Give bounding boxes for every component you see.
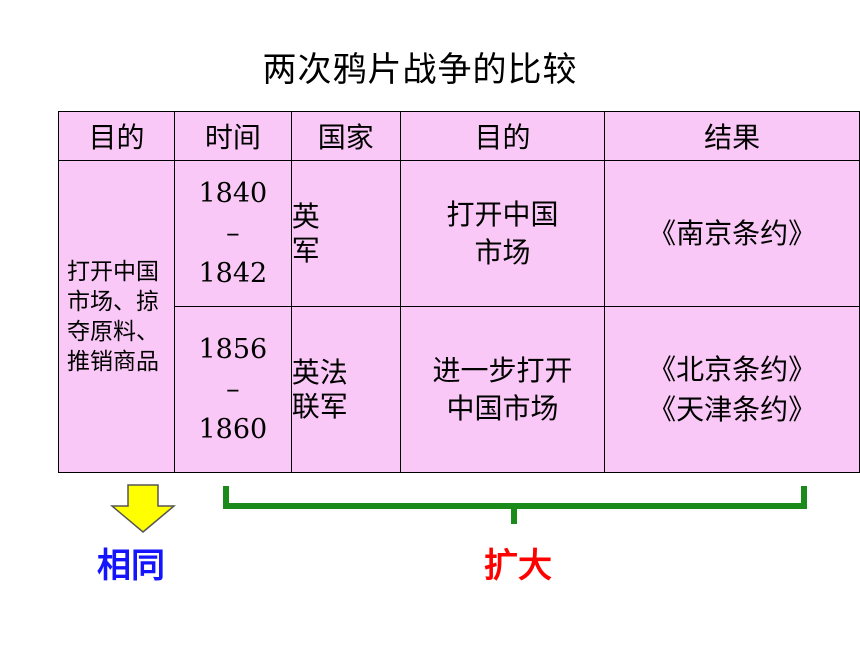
header-result: 结果	[604, 111, 860, 161]
header-time: 时间	[173, 111, 292, 161]
treaty-name: 《天津条约》	[648, 392, 817, 426]
goal-line: 中国市场	[446, 391, 559, 425]
goal-line: 进一步打开	[432, 353, 573, 387]
goal-cell: 进一步打开 中国市场	[399, 306, 606, 473]
time-cell: 1856 – 1860	[173, 306, 292, 473]
table-row: 1856 – 1860 英法 联军 进一步打开 中国市场 《北京条约》 《天津条…	[59, 306, 860, 473]
year-start: 1840	[198, 177, 268, 209]
same-label: 相同	[97, 546, 165, 586]
goal-cell: 打开中国 市场	[399, 160, 606, 307]
down-arrow-icon	[110, 484, 176, 533]
year-end: 1842	[198, 257, 268, 289]
country-line: 军	[291, 233, 320, 267]
treaty-name: 《北京条约》	[648, 352, 817, 386]
table-header-row: 目的 时间 国家 目的 结果	[58, 111, 860, 161]
range-bracket-icon	[223, 486, 807, 524]
comparison-table: 目的 时间 国家 目的 结果 打开中国市场、掠夺原料、推销商品 1840 – 1…	[58, 111, 860, 473]
year-dash: –	[226, 217, 240, 249]
year-dash: –	[226, 373, 240, 405]
result-cell: 《北京条约》 《天津条约》	[604, 306, 860, 473]
header-goal: 目的	[399, 111, 606, 161]
goal-line: 市场	[474, 235, 531, 269]
treaty-name: 《南京条约》	[648, 216, 817, 250]
country-cell: 英 军	[290, 160, 401, 307]
year-start: 1856	[198, 333, 268, 365]
year-end: 1860	[198, 413, 268, 445]
table-row: 打开中国市场、掠夺原料、推销商品 1840 – 1842 英 军 打开中国 市场…	[58, 160, 860, 473]
country-cell: 英法 联军	[290, 306, 401, 473]
header-purpose: 目的	[58, 111, 175, 161]
goal-line: 打开中国	[446, 197, 559, 231]
header-country: 国家	[290, 111, 401, 161]
expand-label: 扩大	[484, 546, 552, 586]
result-cell: 《南京条约》	[604, 160, 860, 307]
country-line: 英	[291, 199, 320, 233]
common-purpose-cell: 打开中国市场、掠夺原料、推销商品	[58, 160, 175, 473]
country-line: 联军	[291, 389, 348, 423]
time-cell: 1840 – 1842	[173, 160, 292, 307]
country-line: 英法	[291, 355, 348, 389]
page-title: 两次鸦片战争的比较	[262, 50, 578, 90]
